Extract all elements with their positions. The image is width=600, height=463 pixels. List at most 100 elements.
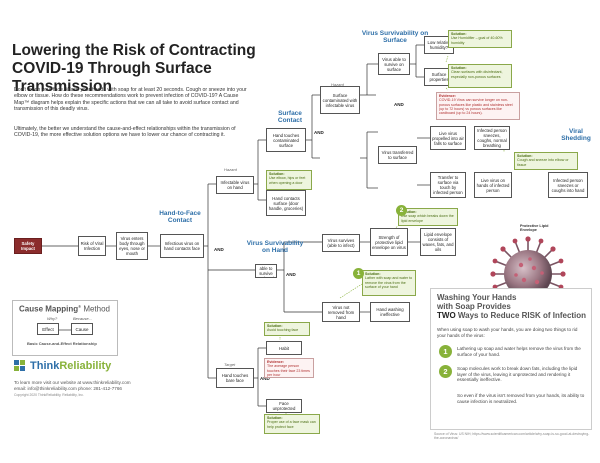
washing-badge-1: 1 bbox=[439, 345, 452, 358]
lipid-strength-box: Strength of protective lipid envelope on… bbox=[370, 228, 408, 256]
footer-copyright: Copyright 2020 ThinkReliability, Reliabi… bbox=[14, 393, 84, 397]
solution-humidifier: Solution:Use Humidifier – goal of 40-60%… bbox=[448, 30, 512, 48]
logo-think: Think bbox=[30, 360, 60, 372]
hand-touches-face-box: Hand touches bare face bbox=[216, 368, 254, 388]
thinkreliability-logo-text: ThinkReliability bbox=[30, 360, 111, 372]
washing-item-1: Lathering up soap and water helps remove… bbox=[457, 346, 581, 357]
washing-title-3: TWO Ways to Reduce RISK of Infection bbox=[437, 311, 587, 321]
virus-survives-surface-box: Virus able to survive on surface bbox=[378, 53, 410, 75]
and-label: AND bbox=[286, 272, 296, 277]
intro-paragraph-2: Ultimately, the better we understand the… bbox=[14, 126, 236, 139]
note-head: Solution: bbox=[267, 324, 283, 328]
surface-contaminated-box: Surface contaminated with infectable vir… bbox=[320, 86, 360, 114]
safety-impact-box: Safety Impact bbox=[14, 238, 42, 254]
infectable-virus-on-hand-box: Infectable virus on hand bbox=[216, 176, 254, 194]
thinkreliability-logo-icon bbox=[14, 360, 32, 372]
lipid-envelope-box: Lipid envelope consists of waxes, fats, … bbox=[420, 228, 456, 256]
note-body: Avoid touching face bbox=[267, 328, 299, 333]
solution-cough-elbow: Solution:Cough and sneeze into elbow or … bbox=[514, 152, 578, 170]
note-body: Lather with soap and water to remove the… bbox=[365, 276, 413, 289]
virus-survives-hand-box: Virus able to survive on hand bbox=[255, 264, 277, 278]
low-humidity-box: Low relative humidity? bbox=[424, 36, 454, 54]
note-head: Solution: bbox=[517, 154, 533, 158]
coronavirus-image bbox=[490, 236, 566, 312]
and-label: AND bbox=[260, 376, 270, 381]
hazard-label: Hazard bbox=[224, 167, 237, 172]
target-label: Target bbox=[224, 362, 236, 367]
section-virus-survivability-surface: Virus Survivability on Surface bbox=[361, 30, 429, 44]
footer-phone: phone: 281-412-7766 bbox=[78, 386, 122, 391]
hand-washing-ineffective-box: Hand washing ineffective bbox=[370, 302, 410, 322]
cause-card-title-main: Cause Mapping bbox=[19, 304, 79, 314]
washing-title-3-rest: Ways to Reduce RISK of Infection bbox=[455, 311, 587, 320]
cause-mapping-card: Cause Mapping® Method Why? Because... Ef… bbox=[12, 300, 118, 356]
surface-properties-box: Surface properties bbox=[424, 68, 454, 86]
and-label: AND bbox=[314, 130, 324, 135]
solution-soap-lipid: Solution:Use soap which breaks down the … bbox=[398, 208, 458, 226]
washing-outro: So even if the virus isn't removed from … bbox=[457, 393, 585, 404]
section-virus-survivability-hand: Virus Survivability on Hand bbox=[246, 240, 304, 254]
virus-contacts-face-box: Infectious virus on hand contacts face bbox=[160, 234, 204, 258]
infected-person-sneezes-box: Infected person sneezes, coughs, normal … bbox=[474, 126, 510, 150]
evidence-surface-survival: Evidence:COVID-19 Virus can survive long… bbox=[436, 92, 520, 120]
section-viral-shedding: Viral Shedding bbox=[561, 128, 591, 142]
washing-intro: When using soap to wash your hands, you … bbox=[437, 327, 578, 338]
effect-box: Effect bbox=[37, 323, 59, 335]
virus-enters-body-box: Virus enters body through eyes, nose or … bbox=[116, 232, 148, 260]
washing-title-2: with Soap Provides bbox=[437, 302, 511, 311]
washing-item-2: Soap molecules work to break down fats, … bbox=[457, 366, 578, 382]
hand-washing-card: Washing Your Hands with Soap Provides TW… bbox=[430, 288, 592, 430]
and-label: AND bbox=[394, 102, 404, 107]
cause-card-caption: Basic Cause-and-Effect Relationship bbox=[27, 341, 97, 346]
solution-clean-surfaces: Solution:Clean surfaces with disinfectan… bbox=[448, 64, 512, 88]
note-body: Use Humidifier – goal of 40-60% humidity bbox=[451, 36, 503, 45]
note-head: Solution: bbox=[269, 172, 285, 176]
washing-title-1: Washing Your Hands bbox=[437, 293, 517, 302]
virus-transferred-box: Virus transferred to surface bbox=[378, 146, 417, 164]
note-body: Use elbow, hips or feet when opening a d… bbox=[269, 176, 306, 185]
page-title: Lowering the Risk of Contracting COVID-1… bbox=[12, 42, 312, 96]
note-head: Solution: bbox=[451, 66, 467, 70]
note-head: Solution: bbox=[401, 210, 417, 214]
hand-touches-contaminated-box: Hand touches contaminated surface bbox=[266, 128, 306, 152]
habit-box: Habit bbox=[266, 341, 302, 355]
solution-elbow-door: Solution:Use elbow, hips or feet when op… bbox=[266, 170, 312, 190]
evidence-face-touch: Evidence:The average person touches thei… bbox=[264, 358, 314, 378]
face-unprotected-box: Face unprotected bbox=[266, 399, 302, 413]
virus-propelled-box: Live virus propelled into air falls to s… bbox=[430, 126, 466, 150]
transfer-by-touch-box: Transfer to surface via touch by infecte… bbox=[430, 172, 466, 198]
virus-survives-box: Virus survives (able to infect) bbox=[322, 234, 360, 252]
effect-cause-arrow bbox=[59, 329, 71, 331]
washing-title-3-bold: TWO bbox=[437, 311, 456, 320]
note-body: Clean surfaces with disinfectant, especi… bbox=[451, 70, 503, 79]
hand-contacts-surface-box: Hand contacts surface (door handle, groc… bbox=[266, 190, 306, 216]
because-label: Because... bbox=[73, 316, 92, 321]
washing-badge-2: 2 bbox=[439, 365, 452, 378]
cause-card-title: Cause Mapping® Method bbox=[19, 304, 110, 314]
virus-on-infected-hands-box: Live virus on hands of infected person bbox=[474, 172, 512, 198]
lipid-envelope-label: Protective Lipid Envelope bbox=[520, 224, 549, 233]
cause-card-title-method: Method bbox=[83, 304, 110, 314]
note-head: Solution: bbox=[451, 32, 467, 36]
solution-badge-1: 1 bbox=[353, 268, 364, 279]
solution-avoid-touching: Solution:Avoid touching face bbox=[264, 322, 310, 336]
hazard-label: Hazard bbox=[331, 82, 344, 87]
note-body: COVID-19 Virus can survive longer on non… bbox=[439, 98, 513, 116]
and-label: AND bbox=[214, 247, 224, 252]
footer-website[interactable]: To learn more visit our website at www.t… bbox=[14, 380, 131, 385]
logo-reliability: Reliability bbox=[59, 360, 112, 372]
solution-face-mask: Solution:Proper use of a face mask can h… bbox=[264, 414, 320, 434]
note-head: Evidence: bbox=[267, 360, 284, 364]
footer-email[interactable]: email: info@thinkreliability.com bbox=[14, 386, 77, 391]
why-label: Why? bbox=[47, 316, 58, 321]
intro-paragraph-1: Don't touch your face. Wash your hands w… bbox=[14, 87, 247, 112]
risk-viral-infection-box: Risk of Viral Infection bbox=[78, 236, 106, 256]
note-body: Use soap which breaks down the lipid env… bbox=[401, 214, 454, 223]
title-line-1: Lowering the Risk of Contracting bbox=[12, 42, 256, 59]
note-body: Cough and sneeze into elbow or tissue bbox=[517, 158, 569, 167]
section-hand-to-face: Hand-to-Face Contact bbox=[159, 210, 201, 224]
footer-source: Source of Virus: US NIH; https://www.sci… bbox=[434, 432, 590, 440]
note-head: Solution: bbox=[365, 272, 381, 276]
